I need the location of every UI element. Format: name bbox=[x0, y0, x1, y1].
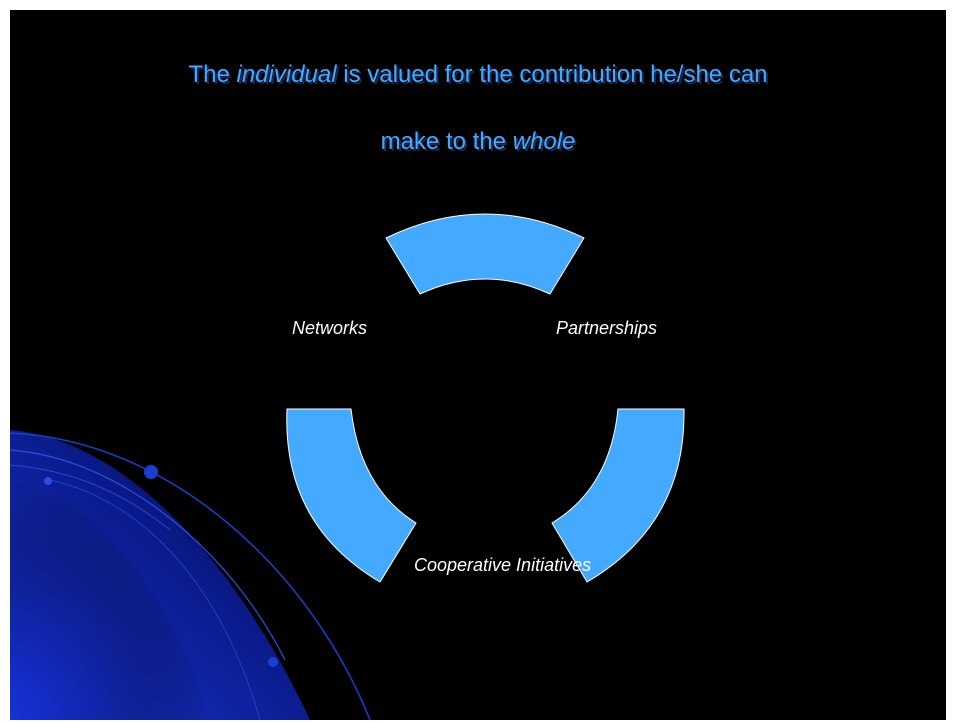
cycle-arc-right bbox=[551, 408, 685, 583]
swoosh-curve bbox=[10, 449, 286, 661]
title-text: is valued for the contribution he/she ca… bbox=[336, 61, 768, 88]
title-text: The bbox=[188, 61, 237, 88]
cycle-arc-top bbox=[385, 213, 585, 295]
label-networks: Networks bbox=[292, 318, 368, 338]
label-partnerships: Partnerships bbox=[556, 318, 658, 338]
swoosh-curve bbox=[10, 464, 171, 531]
swoosh-glow bbox=[10, 480, 210, 720]
title-emphasis-individual: individual bbox=[236, 61, 337, 88]
title-emphasis-whole: whole bbox=[512, 128, 576, 155]
swoosh-dot bbox=[44, 477, 52, 485]
title-line-1: The individual is valued for the contrib… bbox=[10, 61, 946, 89]
cycle-diagram bbox=[286, 213, 685, 583]
slide: The individual is valued for the contrib… bbox=[10, 10, 946, 720]
swoosh-curve bbox=[10, 432, 371, 720]
swoosh-dot bbox=[144, 465, 158, 479]
title-line-2: make to the whole bbox=[10, 128, 946, 156]
title-text: make to the bbox=[380, 128, 513, 155]
cycle-arc-left bbox=[286, 408, 417, 583]
swoosh-dot bbox=[268, 657, 278, 667]
label-cooperative-initiatives: Cooperative Initiatives bbox=[414, 555, 592, 575]
swoosh-curve bbox=[49, 479, 261, 720]
decorative-swoosh bbox=[10, 430, 371, 720]
